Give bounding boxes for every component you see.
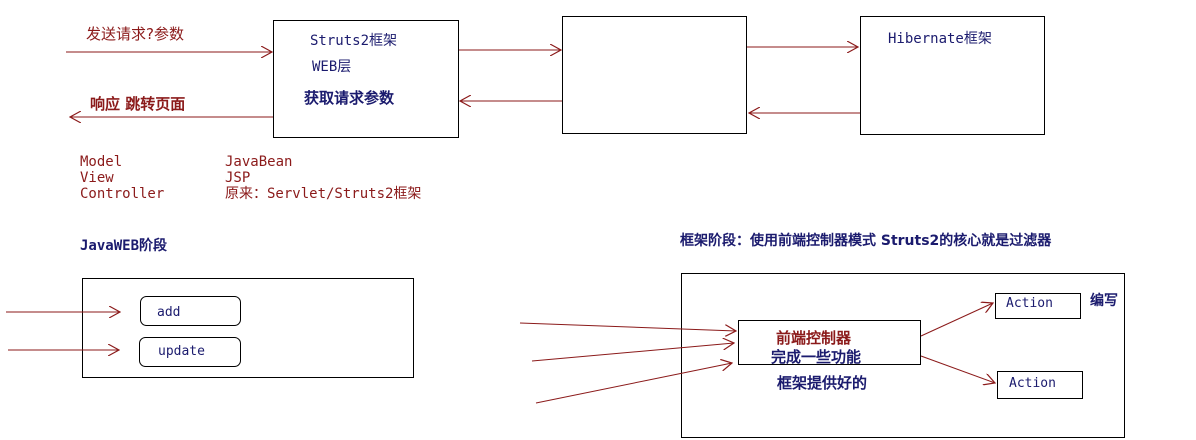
javaweb-heading: JavaWEB阶段 xyxy=(80,238,168,254)
struts-box xyxy=(273,20,459,138)
action-box-1 xyxy=(995,293,1081,319)
mvc-meaning-model: JavaBean xyxy=(225,154,293,170)
hibernate-title: Hibernate框架 xyxy=(888,31,992,47)
framework-box xyxy=(681,273,1125,438)
request-label: 发送请求?参数 xyxy=(86,25,184,43)
middle-box xyxy=(562,16,747,134)
write-note: 编写 xyxy=(1090,293,1118,309)
action-label-2: Action xyxy=(1009,376,1056,391)
incoming-request-arrow-3 xyxy=(535,363,732,404)
add-servlet-box xyxy=(140,296,241,326)
framework-heading: 框架阶段：使用前端控制器模式 Struts2的核心就是过滤器 xyxy=(680,233,1052,249)
controller-to-action-1-arrow xyxy=(920,303,993,337)
action-label-1: Action xyxy=(1006,296,1053,311)
update-servlet-box xyxy=(139,337,241,367)
add-label: add xyxy=(157,305,181,320)
mvc-term-controller: Controller xyxy=(80,186,165,202)
response-label: 响应 跳转页面 xyxy=(90,95,186,113)
front-controller-title: 前端控制器 xyxy=(776,329,852,347)
provided-note: 框架提供好的 xyxy=(777,374,868,392)
javaweb-box xyxy=(82,278,414,378)
controller-to-action-2-arrow xyxy=(920,355,995,383)
mvc-term-view: View xyxy=(80,170,114,186)
struts-layer: WEB层 xyxy=(312,59,352,75)
update-label: update xyxy=(158,344,205,359)
mvc-meaning-view: JSP xyxy=(225,170,251,186)
front-controller-sub: 完成一些功能 xyxy=(771,348,862,366)
mvc-term-model: Model xyxy=(80,154,123,170)
struts-title: Struts2框架 xyxy=(310,33,398,49)
struts-action: 获取请求参数 xyxy=(304,89,395,107)
front-controller-box xyxy=(738,320,921,365)
hibernate-box xyxy=(860,16,1045,135)
action-box-2 xyxy=(997,371,1083,399)
incoming-request-arrow-2 xyxy=(531,343,734,362)
mvc-meaning-controller: 原来：Servlet/Struts2框架 xyxy=(225,186,422,202)
incoming-request-arrow-1 xyxy=(519,322,736,331)
